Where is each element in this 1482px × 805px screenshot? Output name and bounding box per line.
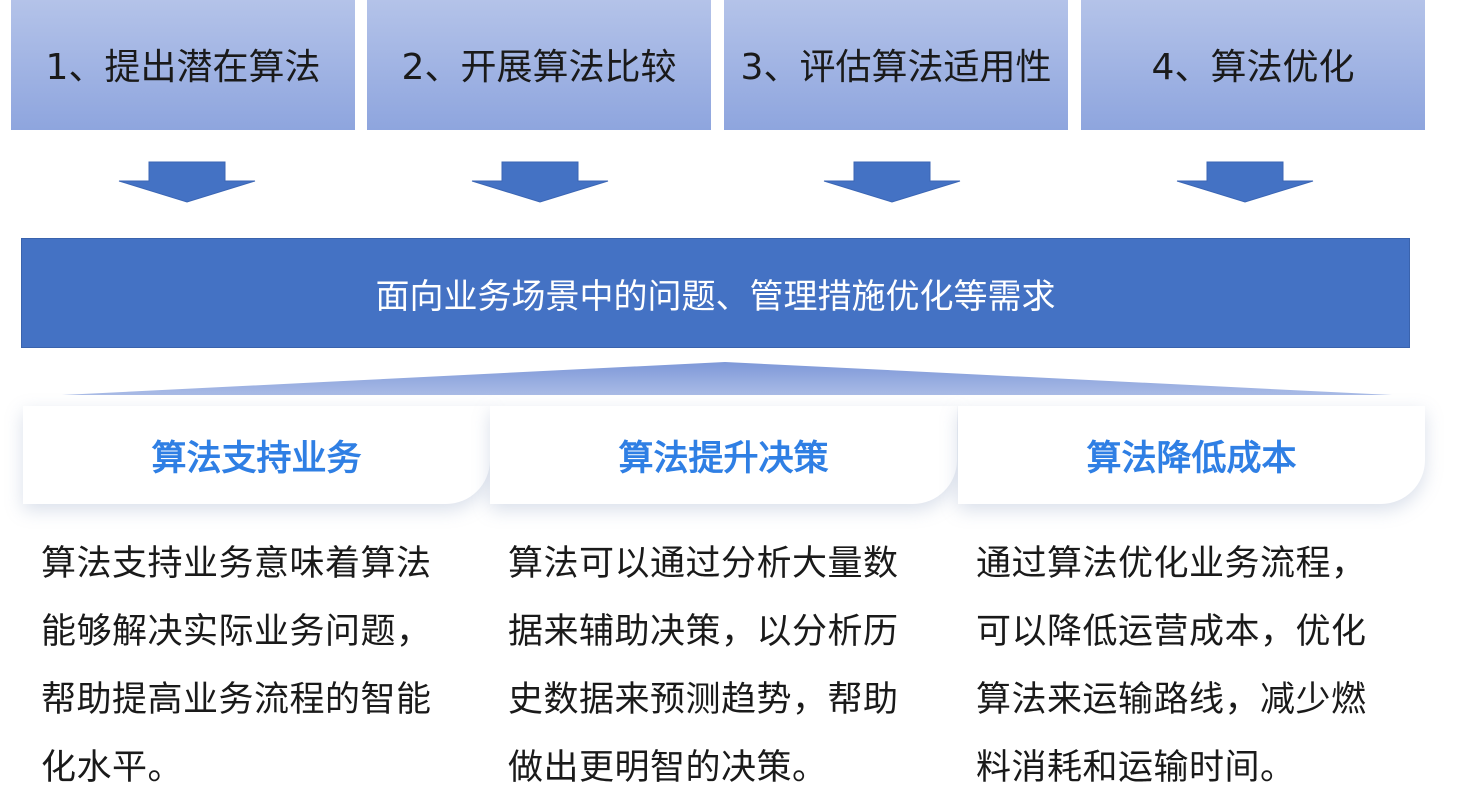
spread-wedge-shape	[62, 362, 1392, 395]
down-arrow-icon-4	[1176, 161, 1314, 203]
step-label-3: 3、评估算法适用性	[740, 47, 1052, 88]
card-1-line-4: 化水平。	[41, 748, 184, 788]
step-box-3: 3、评估算法适用性	[724, 0, 1068, 130]
card-2-line-3: 史数据来预测趋势，帮助	[508, 680, 899, 720]
step-box-4: 4、算法优化	[1081, 0, 1425, 130]
card-title-box-3: 算法降低成本	[958, 406, 1425, 504]
card-1-line-1: 算法支持业务意味着算法	[41, 544, 432, 584]
card-title-1: 算法支持业务	[151, 438, 362, 479]
card-2-line-1: 算法可以通过分析大量数	[508, 544, 899, 584]
step-label-4: 4、算法优化	[1151, 47, 1355, 88]
requirements-banner: 面向业务场景中的问题、管理措施优化等需求	[21, 238, 1410, 348]
card-3-line-2: 可以降低运营成本，优化	[976, 612, 1367, 652]
card-2-line-2: 据来辅助决策，以分析历	[508, 612, 899, 652]
down-arrow-icon-2	[471, 161, 609, 203]
down-arrow-icon-1	[118, 161, 256, 203]
card-title-3: 算法降低成本	[1086, 438, 1297, 479]
step-box-2: 2、开展算法比较	[367, 0, 711, 130]
step-label-2: 2、开展算法比较	[401, 47, 677, 88]
banner-text: 面向业务场景中的问题、管理措施优化等需求	[375, 276, 1056, 317]
card-body-2: 算法可以通过分析大量数 据来辅助决策，以分析历 史数据来预测趋势，帮助 做出更明…	[508, 530, 938, 802]
card-title-2: 算法提升决策	[618, 438, 829, 479]
card-1-line-3: 帮助提高业务流程的智能	[41, 680, 432, 720]
card-3-line-4: 料消耗和运输时间。	[976, 748, 1296, 788]
card-body-1: 算法支持业务意味着算法 能够解决实际业务问题， 帮助提高业务流程的智能 化水平。	[41, 530, 471, 802]
down-arrow-icon-3	[823, 161, 961, 203]
card-3-line-1: 通过算法优化业务流程，	[976, 544, 1367, 584]
card-body-3: 通过算法优化业务流程， 可以降低运营成本，优化 算法来运输路线，减少燃 料消耗和…	[976, 530, 1406, 802]
card-3-line-3: 算法来运输路线，减少燃	[976, 680, 1367, 720]
step-box-1: 1、提出潜在算法	[11, 0, 355, 130]
step-label-1: 1、提出潜在算法	[45, 47, 321, 88]
card-2-line-4: 做出更明智的决策。	[508, 748, 828, 788]
card-title-box-2: 算法提升决策	[490, 406, 957, 504]
card-title-box-1: 算法支持业务	[23, 406, 490, 504]
card-1-line-2: 能够解决实际业务问题，	[41, 612, 432, 652]
